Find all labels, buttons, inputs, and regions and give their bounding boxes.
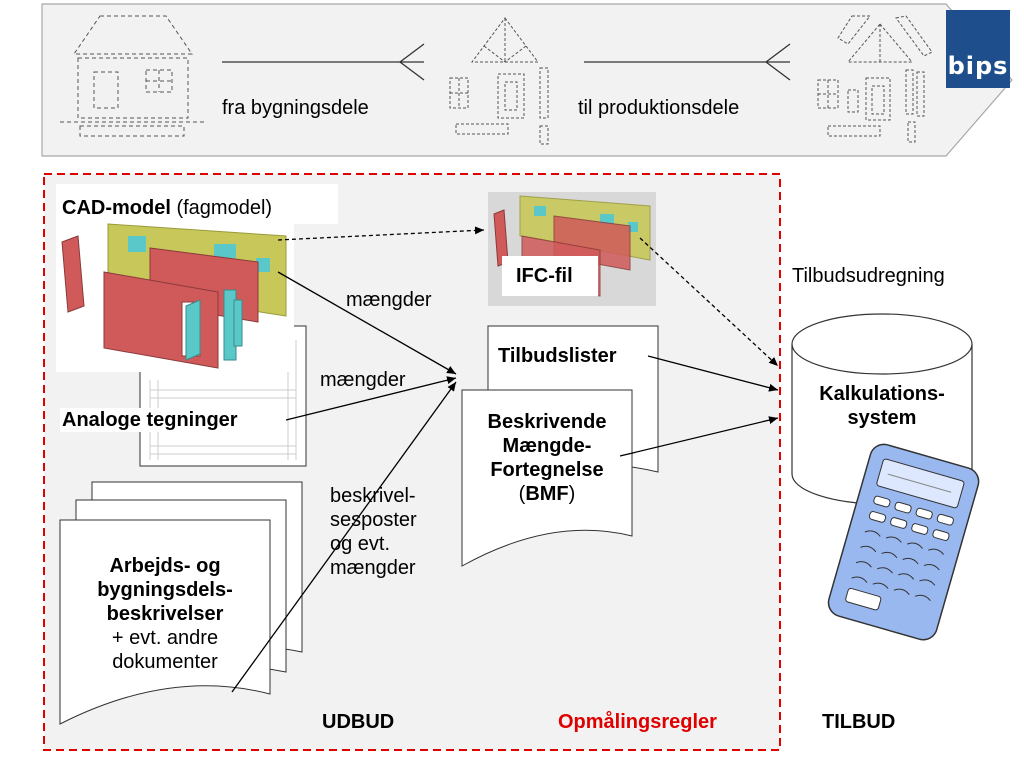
cad-model-title-rest: (fagmodel) bbox=[176, 197, 273, 219]
flow-label-maengder-1: mængder bbox=[346, 289, 432, 311]
cad-model-title: CAD-model (fagmodel) bbox=[62, 196, 272, 220]
arbejds-line3: beskrivelser bbox=[106, 603, 224, 625]
ifc-label: IFC-fil bbox=[516, 265, 573, 287]
udbud-label: UDBUD bbox=[322, 711, 395, 733]
flow-label-beskrivel-3: og evt. bbox=[330, 533, 391, 555]
bmf-line4: (BMF) bbox=[462, 482, 632, 506]
kalk-line2: system bbox=[847, 407, 917, 429]
kalk-line1: Kalkulations- bbox=[819, 383, 945, 405]
banner-label-from: fra bygningsdele bbox=[222, 97, 369, 119]
bmf-line3: Fortegnelse bbox=[490, 459, 604, 481]
arrow-bmf-to-kalk bbox=[619, 416, 779, 457]
cad-model-title-bold: CAD-model bbox=[62, 197, 171, 219]
analog-label: Analoge tegninger bbox=[60, 408, 240, 432]
tilbud-label: TILBUD bbox=[822, 711, 896, 733]
arbejds-line4: + evt. andre bbox=[111, 627, 219, 649]
arrow-ifc-to-kalk bbox=[639, 237, 779, 367]
bips-logo: bips bbox=[946, 10, 1010, 88]
arbejds-line1: Arbejds- og bbox=[109, 555, 221, 577]
flow-label-beskrivel-4: mængder bbox=[330, 557, 416, 579]
flow-label-beskrivel-1: beskrivel- bbox=[330, 485, 416, 507]
arrow-analog-to-docs bbox=[285, 376, 457, 421]
bmf-abbrev: BMF bbox=[525, 483, 569, 505]
tilbudsudregning-label: Tilbudsudregning bbox=[792, 265, 945, 287]
arbejds-line5: dokumenter bbox=[112, 651, 218, 673]
arrow-cad-to-ifc bbox=[277, 226, 485, 241]
tilbudslister-label: Tilbudslister bbox=[496, 344, 619, 368]
banner-label-to: til produktionsdele bbox=[578, 97, 740, 119]
flow-label-beskrivel-2: sesposter bbox=[330, 509, 417, 531]
arrow-arbejds-to-docs bbox=[231, 381, 457, 693]
arrow-tilbudslister-to-kalk bbox=[647, 355, 779, 392]
arrow-cad-to-docs bbox=[277, 271, 457, 375]
bmf-paren-open: ( bbox=[518, 483, 526, 505]
flow-label-maengder-2: mængder bbox=[320, 369, 406, 391]
arbejds-line2: bygningsdels- bbox=[97, 579, 233, 601]
bmf-paren-close: ) bbox=[568, 483, 576, 505]
logo-text: bips bbox=[947, 52, 1009, 80]
bmf-line2: Mængde- bbox=[502, 435, 592, 457]
opmaalingsregler-label: Opmålingsregler bbox=[558, 711, 717, 733]
bmf-line1: Beskrivende bbox=[487, 411, 607, 433]
